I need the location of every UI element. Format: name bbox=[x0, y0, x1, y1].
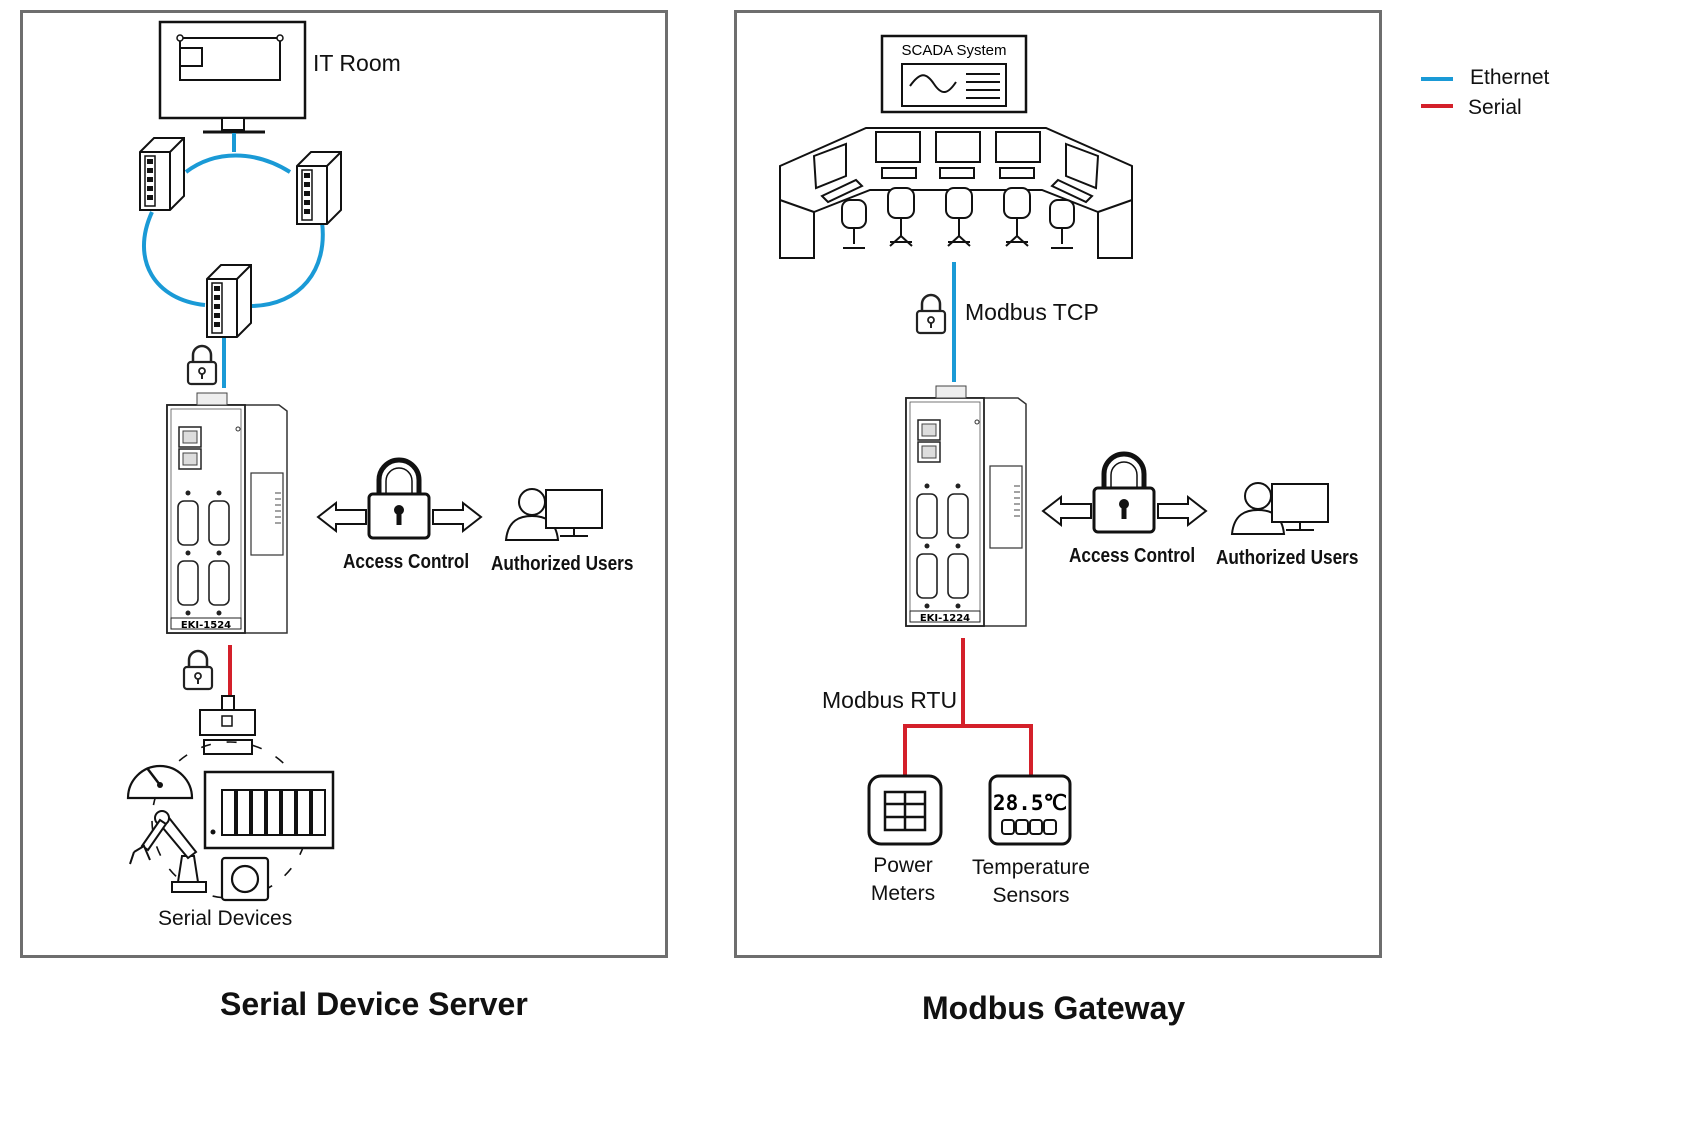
arrow-right-icon bbox=[1157, 496, 1207, 526]
switch-icon bbox=[206, 264, 252, 338]
monitor-icon bbox=[158, 20, 307, 134]
modbus-gateway-caption: Modbus Gateway bbox=[922, 990, 1186, 1026]
user-icon bbox=[505, 488, 603, 541]
control-room-icon bbox=[779, 127, 1133, 259]
modbus-rtu-label: Modbus RTU bbox=[822, 687, 958, 713]
temperature-line2: Sensors bbox=[992, 884, 1070, 907]
switch-icon bbox=[296, 151, 342, 225]
user-icon bbox=[1231, 482, 1329, 535]
power-meters-line2: Meters bbox=[870, 882, 936, 905]
temperature-line1: Temperature bbox=[972, 856, 1090, 879]
serial-devices-label: Serial Devices bbox=[158, 907, 293, 930]
device-model-left: EKI-1524 bbox=[181, 620, 231, 631]
camera-icon bbox=[220, 856, 270, 902]
gauge-icon bbox=[126, 764, 194, 800]
access-control-label-right: Access Control bbox=[1069, 545, 1196, 567]
plc-icon bbox=[203, 770, 335, 850]
temperature-sensor-icon: 28.5℃ bbox=[988, 774, 1072, 846]
scada-screen: SCADA System bbox=[880, 34, 1028, 114]
robot-arm-icon bbox=[129, 810, 207, 893]
authorized-users-label: Authorized Users bbox=[491, 553, 634, 575]
serial-device-server-panel bbox=[20, 10, 668, 958]
temperature-sensors-label: Temperature Sensors bbox=[965, 854, 1097, 910]
it-room-label: IT Room bbox=[313, 50, 401, 76]
serial-devices-cluster bbox=[126, 695, 335, 902]
scada-label: SCADA System bbox=[901, 42, 1006, 59]
temperature-reading: 28.5℃ bbox=[993, 791, 1067, 815]
device-model-right: EKI-1224 bbox=[920, 613, 970, 624]
authorized-users-label-right: Authorized Users bbox=[1216, 547, 1359, 569]
switch-icon bbox=[139, 137, 185, 211]
arrow-left-icon bbox=[317, 502, 367, 532]
legend-ethernet-label: Ethernet bbox=[1470, 66, 1550, 89]
legend bbox=[1421, 77, 1453, 108]
arrow-right-icon bbox=[432, 502, 482, 532]
arrow-left-icon bbox=[1042, 496, 1092, 526]
lock-icon bbox=[915, 293, 947, 335]
serial-device-server-caption: Serial Device Server bbox=[220, 986, 528, 1022]
lock-icon bbox=[186, 344, 218, 386]
lock-icon bbox=[1094, 454, 1154, 532]
lock-icon bbox=[182, 649, 214, 691]
legend-serial-label: Serial bbox=[1468, 96, 1522, 119]
serial-bus bbox=[903, 638, 1033, 776]
lock-icon bbox=[369, 460, 429, 538]
power-meter-icon bbox=[867, 774, 943, 846]
device-server-icon bbox=[166, 392, 288, 634]
access-control-label: Access Control bbox=[343, 551, 470, 573]
modbus-tcp-label: Modbus TCP bbox=[965, 299, 1099, 325]
power-meters-label: Power Meters bbox=[855, 852, 951, 908]
modbus-gateway-device-icon bbox=[905, 385, 1027, 627]
power-meters-line1: Power bbox=[873, 854, 933, 877]
ethernet-ring bbox=[142, 133, 325, 388]
